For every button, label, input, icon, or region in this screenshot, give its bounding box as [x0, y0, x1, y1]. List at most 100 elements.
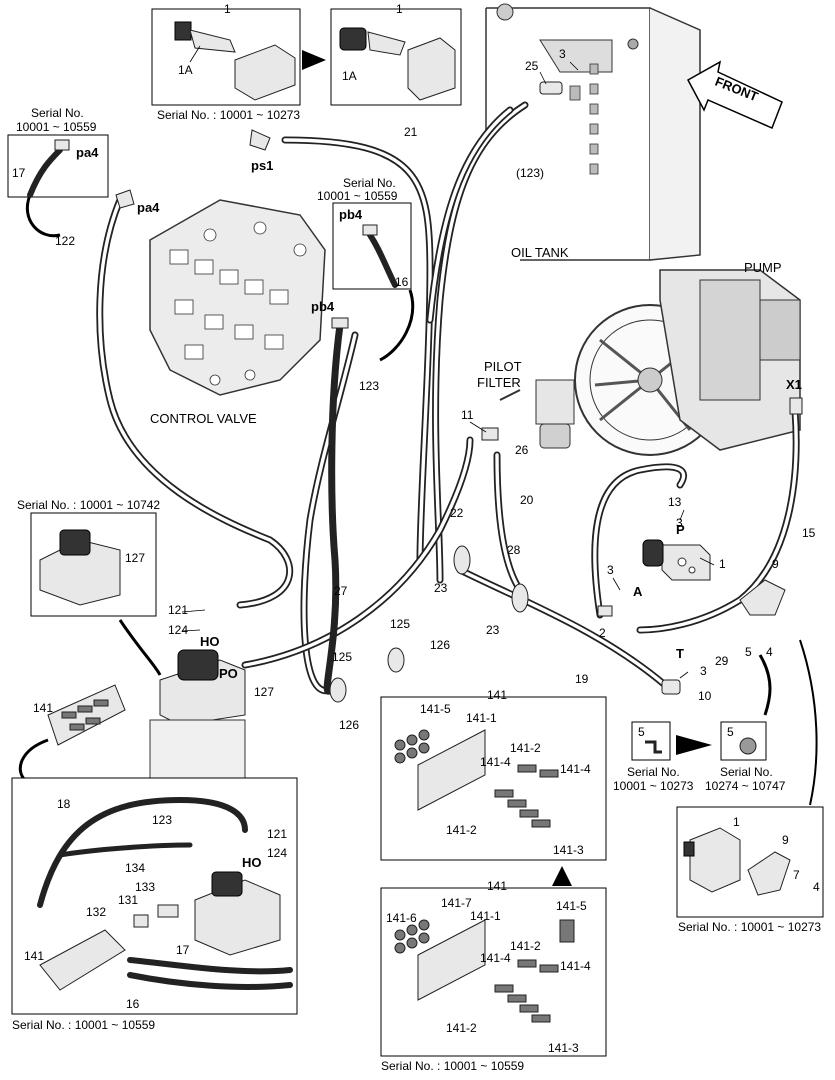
callout-23a: 23 [434, 581, 448, 595]
detail-callout-133: 133 [135, 880, 155, 894]
serial-10559-left: Serial No. : 10001 ~ 10559 [12, 1018, 155, 1032]
detail-port-ho: HO [242, 855, 262, 870]
inset141a-c141-3: 141-3 [553, 843, 584, 857]
inset-pa4-range: 10001 ~ 10559 [16, 120, 97, 134]
callout-121: 121 [168, 603, 188, 617]
port-po: PO [219, 666, 238, 681]
inset141b-c141-2b: 141-2 [446, 1021, 477, 1035]
callout-123: 123 [359, 379, 379, 393]
hose-21 [281, 136, 434, 564]
inset141b-c141-4a: 141-4 [480, 951, 511, 965]
callout-20: 20 [520, 493, 534, 507]
port-pa4: pa4 [137, 200, 160, 215]
port-a: A [633, 584, 643, 599]
fitting-pa4 [115, 189, 135, 209]
port-p: P [676, 522, 685, 537]
serial-10273-top: Serial No. : 10001 ~ 10273 [157, 108, 300, 122]
hose-pb4 [323, 321, 344, 695]
callout-22: 22 [450, 506, 464, 520]
callout-2: 2 [599, 626, 606, 640]
detail-callout-16: 16 [126, 997, 140, 1011]
inset-pb4-serial: Serial No. [343, 176, 396, 190]
callout-3-left: 3 [607, 563, 614, 577]
detail-callout-123: 123 [152, 813, 172, 827]
inset141b-c141-6: 141-6 [386, 911, 417, 925]
hose-123-lower [300, 331, 359, 695]
inset-pb4-port: pb4 [339, 207, 363, 222]
hose-19 [456, 566, 669, 689]
hose-15 [636, 406, 800, 634]
detail-callout-18: 18 [57, 797, 71, 811]
leader-lines [181, 61, 715, 679]
port-x1: X1 [786, 377, 802, 392]
clamp-125a [329, 677, 347, 703]
callout-28: 28 [507, 543, 521, 557]
bolt5b-callout: 5 [727, 725, 734, 739]
callout-126b: 126 [339, 718, 359, 732]
callout-29: 29 [715, 654, 729, 668]
callout-4: 4 [766, 645, 773, 659]
callout-25: 25 [525, 59, 539, 73]
inset-pb4-callout-16: 16 [395, 275, 409, 289]
serial-10742: Serial No. : 10001 ~ 10742 [17, 498, 160, 512]
inset-bracket-10273: 1 9 7 4 [676, 806, 824, 918]
detail-callout-124: 124 [267, 846, 287, 860]
fitting-10 [661, 679, 681, 695]
detail-callout-121: 121 [267, 827, 287, 841]
callout-125b: 125 [332, 650, 352, 664]
inset141a-title: 141 [487, 688, 507, 702]
inset1-callout-1: 1 [224, 2, 231, 16]
detail-callout-131: 131 [118, 893, 138, 907]
inset-solenoid-old: 1 1A [151, 2, 301, 106]
inset141b-c141-1: 141-1 [470, 909, 501, 923]
inset-141-new: 141 141-5 141-1 141-2 141-4 141-4 141-2 … [380, 688, 607, 861]
callout-23b: 23 [486, 623, 500, 637]
control-valve-label: CONTROL VALVE [150, 411, 257, 426]
detail-callout-132: 132 [86, 905, 106, 919]
callout-11: 11 [461, 408, 474, 422]
hose-20 [493, 451, 524, 594]
control-valve: CONTROL VALVE [149, 199, 326, 426]
bolt5a-range: 10001 ~ 10273 [613, 779, 694, 793]
hose-123-upper [426, 101, 529, 584]
callout-1: 1 [719, 557, 726, 571]
callout-21: 21 [404, 125, 418, 139]
inset-pa4-serial: Serial No. [31, 106, 84, 120]
bracket-inset-callout-1: 1 [733, 815, 740, 829]
fitting-x1 [789, 397, 803, 415]
bolt5a-callout: 5 [638, 725, 645, 739]
pilot-filter-label-2: FILTER [477, 375, 521, 390]
callout-122: 122 [55, 234, 75, 248]
callout-10: 10 [698, 689, 712, 703]
solenoid-valve-block [642, 539, 711, 581]
callout-27: 27 [334, 584, 348, 598]
inset-127-callout: 127 [125, 551, 145, 565]
pump-label: PUMP [744, 260, 782, 275]
fitting-25 [539, 81, 563, 95]
detail-callout-134: 134 [125, 861, 145, 875]
hose-27 [241, 436, 474, 669]
inset141a-c141-2a: 141-2 [510, 741, 541, 755]
oil-tank-label: OIL TANK [511, 245, 569, 260]
inset-detail-10559: 18 123 121 HO 124 134 133 131 132 141 17… [11, 777, 298, 1015]
inset141b-c141-3: 141-3 [548, 1041, 579, 1055]
inset141a-c141-5: 141-5 [420, 702, 451, 716]
bolt-arrow [676, 735, 712, 755]
inset-bolt-5-old: 5 Serial No. 10001 ~ 10273 [613, 721, 694, 793]
callout-15: 15 [802, 526, 816, 540]
front-arrow: FRONT [686, 60, 783, 130]
callout-123-paren: (123) [516, 166, 544, 180]
inset-pa4-callout-17: 17 [12, 166, 26, 180]
fitting-pb4 [331, 317, 349, 329]
bolt5b-serial: Serial No. [720, 765, 773, 779]
pilot-filter-label-1: PILOT [484, 359, 522, 374]
inset-pa4: Serial No. 10001 ~ 10559 pa4 17 [7, 106, 109, 198]
pilot-valve-127 [149, 649, 246, 781]
inset141b-c141-5: 141-5 [556, 899, 587, 913]
oil-tank: OIL TANK [485, 3, 701, 261]
hose-13 [591, 463, 688, 619]
callout-9: 9 [772, 557, 779, 571]
callout-13: 13 [668, 495, 682, 509]
inset2-callout-1: 1 [396, 2, 403, 16]
